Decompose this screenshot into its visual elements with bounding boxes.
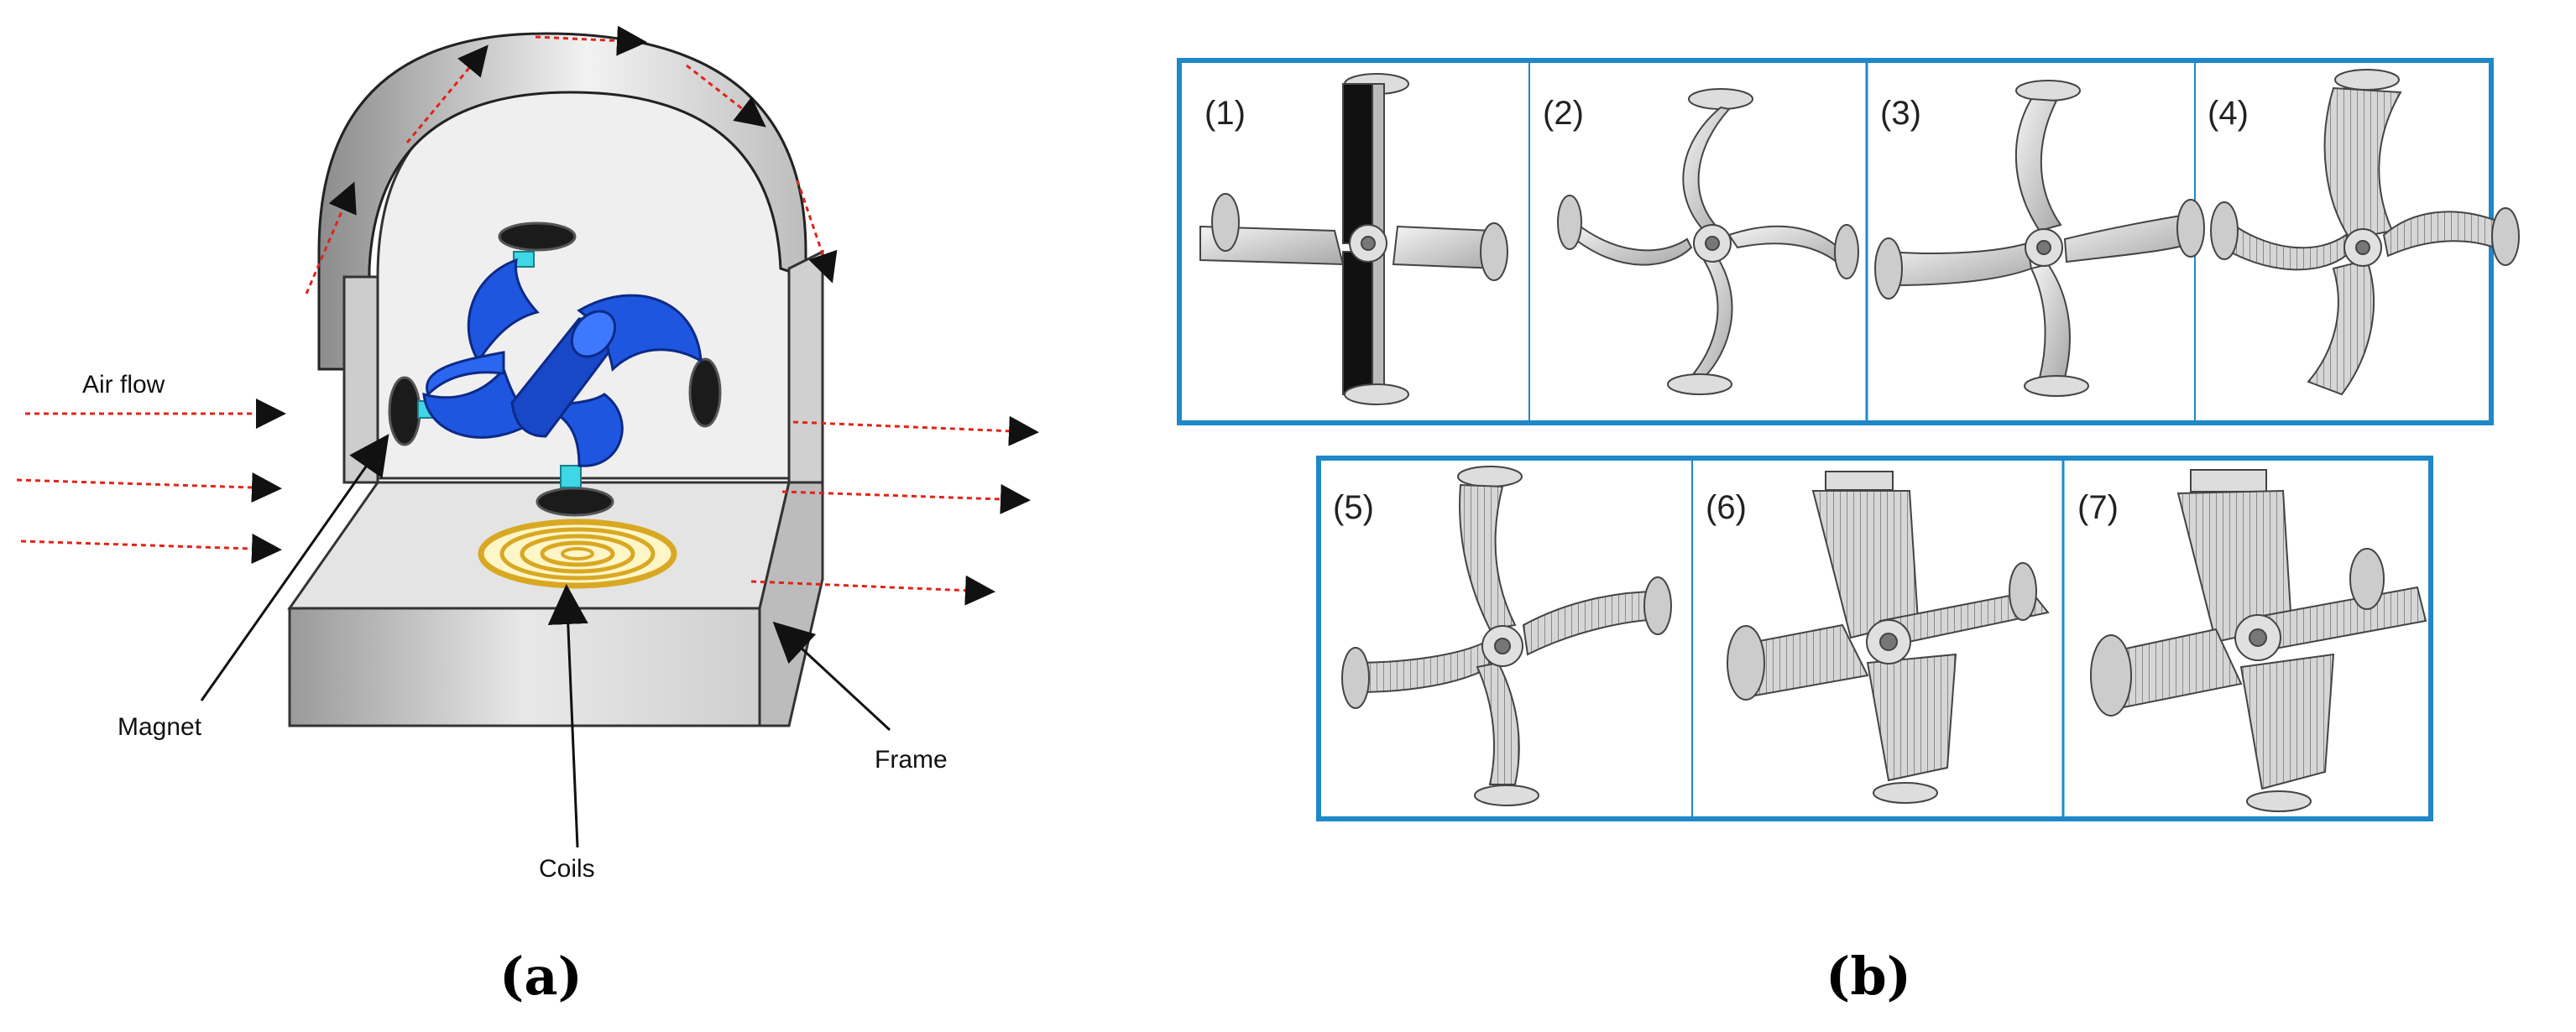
panel-label-7: (7) <box>2077 489 2119 526</box>
panel-label-5: (5) <box>1333 489 1374 526</box>
coils <box>478 519 677 589</box>
magnet-left <box>388 376 421 446</box>
panel-label-4: (4) <box>2208 95 2249 132</box>
magnet-label: Magnet <box>118 713 202 741</box>
rotor-variant-5 <box>1341 466 1672 806</box>
coils-leader <box>547 584 588 848</box>
panel-label-3: (3) <box>1880 95 1921 132</box>
rotor-blade-left-upper <box>426 351 505 397</box>
frame-hood <box>317 32 807 371</box>
magnet-bottom <box>536 487 614 517</box>
label-leaders <box>200 434 891 848</box>
base-side <box>758 481 824 727</box>
rotor-variant-3 <box>1874 80 2205 397</box>
rotor-variant-4 <box>2210 69 2520 396</box>
coils-label: Coils <box>539 855 595 883</box>
frame-leader <box>772 621 891 732</box>
rotor-variant-2 <box>1557 88 1859 395</box>
magnets <box>388 222 722 517</box>
rotor-variant-6 <box>1727 471 2050 804</box>
panel-label-2: (2) <box>1543 95 1584 132</box>
rotor-variants-figure: (1) (2) (3) (4) (5) (6) (7) <box>1177 58 2520 1007</box>
caption-a: (a) <box>499 946 583 1007</box>
frame-left-wall <box>342 275 379 484</box>
rotor-blade-top <box>467 258 540 363</box>
base-front <box>288 607 761 727</box>
rotor-variant-7 <box>2090 469 2427 812</box>
rotor-variant-1 <box>1199 73 1508 405</box>
frame-label: Frame <box>875 746 948 774</box>
air-flow-label: Air flow <box>82 371 165 399</box>
airflow-arrows <box>16 25 1039 606</box>
rotor-blade-left <box>422 366 540 439</box>
panel-label-1: (1) <box>1204 95 1246 132</box>
magnet-leader <box>200 434 389 701</box>
caption-b: (b) <box>1826 946 1911 1007</box>
panel-label-6: (6) <box>1706 489 1747 526</box>
magnet-right <box>688 357 722 428</box>
rotor <box>422 258 703 467</box>
wind-harvester-diagram: Air flow Magnet Frame Coils (a) <box>16 25 1039 1007</box>
magnet-top <box>498 222 577 252</box>
